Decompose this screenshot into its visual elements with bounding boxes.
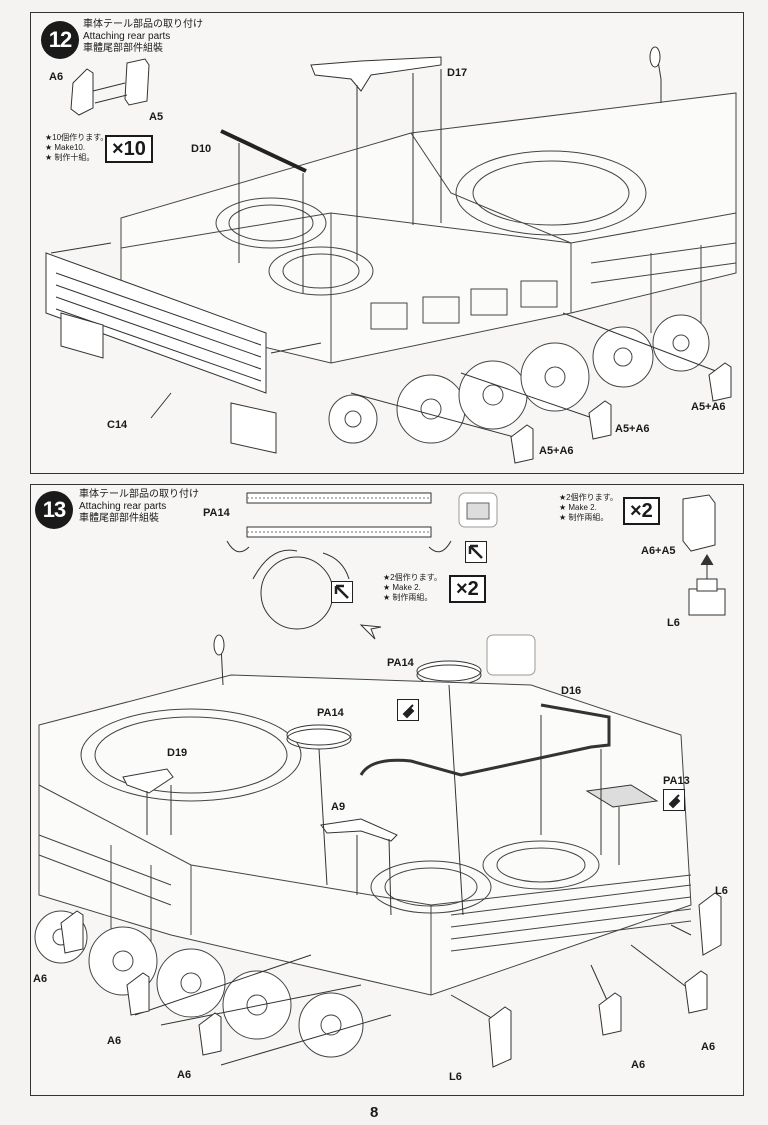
cement-bottle-icon-2 [663, 789, 685, 811]
cement-bottle-icon [397, 699, 419, 721]
step-12-note: ★10個作ります。 ★ Make10. ★ 制作十組。 [45, 133, 108, 163]
step-13-number: 13 [35, 491, 73, 529]
part-label-pa13: PA13 [663, 775, 690, 787]
step-13-title-zh: 車體尾部部件組裝 [79, 513, 159, 524]
part-label-a5a6-3: A5+A6 [539, 445, 574, 457]
step-13-multiplier-2: ×2 [449, 575, 486, 603]
step-13-note-2-jp: ★2個作ります。 [383, 573, 442, 582]
step-13-panel: 13 車体テール部品の取り付け Attaching rear parts 車體尾… [30, 484, 744, 1096]
part-label-pa14-a: PA14 [203, 507, 230, 519]
step-12-number: 12 [41, 21, 79, 59]
part-label-a5: A5 [149, 111, 164, 123]
part-label-pa14-c: PA14 [317, 707, 344, 719]
step-12-note-jp: ★10個作ります。 [45, 133, 109, 142]
part-label-d19: D19 [167, 747, 188, 759]
step-12-multiplier: ×10 [105, 135, 153, 163]
step-12-hull-illustration [31, 13, 745, 475]
arrow-corner-icon-2 [331, 581, 353, 603]
part-label-a5a6-2: A5+A6 [615, 423, 650, 435]
step-13-note-1-zh: ★ 制作兩組。 [559, 513, 609, 522]
step-13-title-jp: 車体テール部品の取り付け [79, 489, 199, 500]
part-label-a6-1: A6 [33, 973, 48, 985]
part-label-l6-top: L6 [667, 617, 680, 629]
step-12-title-en: Attaching rear parts [83, 31, 171, 42]
step-13-note-1-jp: ★2個作ります。 [559, 493, 618, 502]
step-12-note-en: ★ Make10. [45, 143, 86, 152]
part-label-d10: D10 [191, 143, 212, 155]
step-12-title-jp: 車体テール部品の取り付け [83, 19, 203, 30]
step-13-hull-illustration [31, 485, 745, 1097]
page-number: 8 [370, 1104, 379, 1121]
part-label-a5a6-1: A5+A6 [691, 401, 726, 413]
part-label-a6: A6 [49, 71, 64, 83]
step-13-header: 車体テール部品の取り付け Attaching rear parts 車體尾部部件… [79, 489, 199, 525]
step-13-multiplier-1: ×2 [623, 497, 660, 525]
part-label-a6-4: A6 [631, 1059, 646, 1071]
part-label-l6-bottom: L6 [449, 1071, 462, 1083]
part-label-l6-right: L6 [715, 885, 728, 897]
step-13-note-2-zh: ★ 制作兩組。 [383, 593, 433, 602]
part-label-a9: A9 [331, 801, 346, 813]
step-12-note-zh: ★ 制作十組。 [45, 153, 95, 162]
part-label-a6-3: A6 [177, 1069, 192, 1081]
step-13-note-1: ★2個作ります。 ★ Make 2. ★ 制作兩組。 [559, 493, 618, 523]
step-13-note-2-en: ★ Make 2. [383, 583, 421, 592]
step-12-header: 車体テール部品の取り付け Attaching rear parts 車體尾部部件… [83, 19, 203, 55]
part-label-a6a5: A6+A5 [641, 545, 676, 557]
step-12-title-zh: 車體尾部部件組裝 [83, 43, 163, 54]
step-13-note-1-en: ★ Make 2. [559, 503, 597, 512]
part-label-a6-5: A6 [701, 1041, 716, 1053]
part-label-d16: D16 [561, 685, 582, 697]
step-12-panel: 12 車体テール部品の取り付け Attaching rear parts 車體尾… [30, 12, 744, 474]
step-13-note-2: ★2個作ります。 ★ Make 2. ★ 制作兩組。 [383, 573, 442, 603]
part-label-pa14-b: PA14 [387, 657, 414, 669]
part-label-d17: D17 [447, 67, 468, 79]
arrow-corner-icon [465, 541, 487, 563]
part-label-c14: C14 [107, 419, 128, 431]
step-13-title-en: Attaching rear parts [79, 501, 167, 512]
part-label-a6-2: A6 [107, 1035, 122, 1047]
